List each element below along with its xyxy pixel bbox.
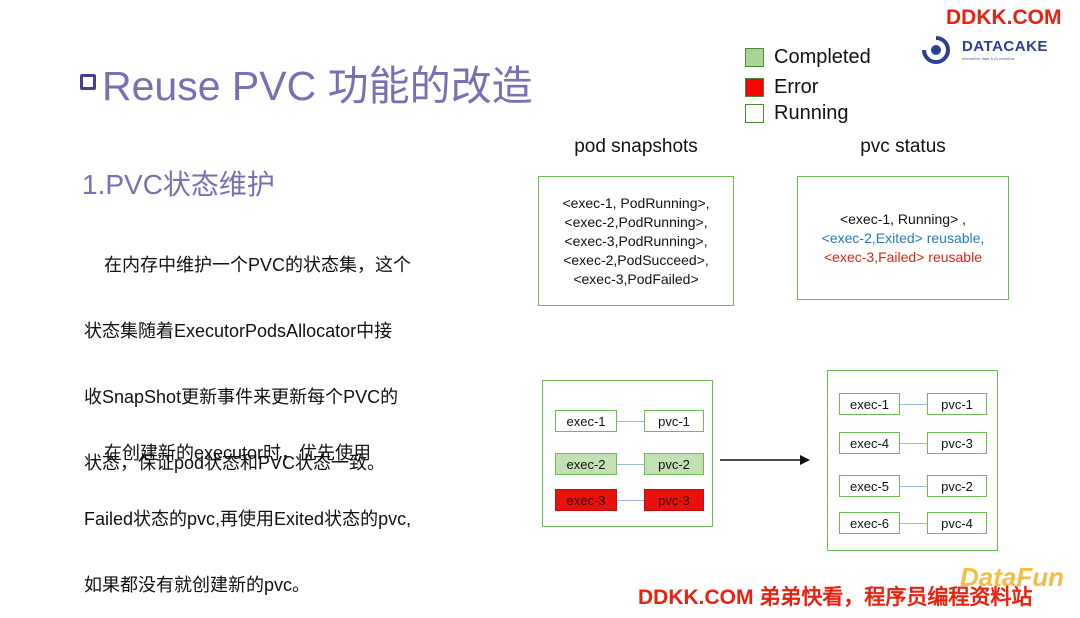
paragraph-line: 状态，保证pod状态和PVC状态一致。 [84, 453, 386, 473]
legend: Completed Error Running [745, 46, 871, 124]
connector [617, 421, 644, 422]
pvc-node: pvc-2 [927, 475, 987, 497]
page-title: Reuse PVC 功能的改造 [102, 63, 533, 109]
pvc-status-box: <exec-1, Running> , <exec-2,Exited> reus… [797, 176, 1009, 300]
legend-item-running: Running [745, 102, 871, 124]
datacake-logo-icon [922, 36, 950, 64]
legend-label: Error [774, 75, 819, 98]
pod-snapshots-box: <exec-1, PodRunning>, <exec-2,PodRunning… [538, 176, 734, 306]
pvc-node: pvc-1 [927, 393, 987, 415]
legend-item-completed: Completed [745, 46, 871, 68]
pvc-node: pvc-1 [644, 410, 704, 432]
exec-node: exec-2 [555, 453, 617, 475]
pvc-node: pvc-3 [644, 489, 704, 511]
section-heading: 1.PVC状态维护 [82, 169, 275, 200]
paragraph-executor-reuse: 在创建新的executor时，优先使用 Failed状态的pvc,再使用Exit… [84, 398, 411, 618]
legend-label: Running [774, 101, 849, 124]
paragraph-pvc-state: 在内存中维护一个PVC的状态集，这个 状态集随着ExecutorPodsAllo… [84, 210, 411, 496]
title-square-icon [80, 74, 96, 90]
connector [900, 523, 927, 524]
watermark-bottom: DDKK.COM 弟弟快看，程序员编程资料站 [638, 586, 1033, 609]
legend-item-error: Error [745, 76, 871, 98]
pvc-status-line: <exec-1, Running> , [839, 210, 967, 227]
legend-swatch-completed [745, 47, 764, 67]
paragraph-line: 在内存中维护一个PVC的状态集，这个 [84, 255, 412, 275]
pvc-node: pvc-4 [927, 512, 987, 534]
connector [617, 500, 644, 501]
legend-swatch-running [745, 103, 764, 123]
title-row: Reuse PVC 功能的改造 [80, 58, 533, 109]
paragraph-line: 收SnapShot更新事件来更新每个PVC的 [84, 387, 399, 407]
logo-name: DATACAKE [962, 38, 1048, 55]
paragraph-line: Failed状态的pvc,再使用Exited状态的pvc, [84, 509, 412, 529]
exec-node: exec-1 [839, 393, 900, 415]
connector [617, 464, 644, 465]
datacake-logo: DATACAKE streamline data & AI workflow [916, 32, 1056, 68]
pvc-status-line: <exec-3,Failed> reusable [824, 248, 982, 265]
logo-tagline: streamline data & AI workflow [962, 56, 1015, 61]
paragraph-line: 状态集随着ExecutorPodsAllocator中接 [84, 321, 393, 341]
legend-swatch-error [745, 77, 764, 97]
after-panel: exec-1 pvc-1 exec-4 pvc-3 exec-5 pvc-2 e… [827, 370, 998, 551]
snapshot-line: <exec-2,PodSucceed>, [563, 251, 709, 268]
exec-node: exec-5 [839, 475, 900, 497]
snapshot-line: <exec-3,PodFailed> [573, 270, 699, 287]
pod-snapshots-heading: pod snapshots [574, 136, 698, 157]
exec-node: exec-3 [555, 489, 617, 511]
snapshot-line: <exec-3,PodRunning>, [564, 232, 708, 249]
pvc-status-heading: pvc status [860, 136, 946, 157]
snapshot-line: <exec-2,PodRunning>, [564, 213, 708, 230]
pvc-node: pvc-2 [644, 453, 704, 475]
legend-label: Completed [774, 45, 871, 68]
paragraph-line: 在创建新的executor时，优先使用 [84, 443, 372, 463]
pvc-node: pvc-3 [927, 432, 987, 454]
watermark-top: DDKK.COM [946, 6, 1062, 29]
before-panel: exec-1 pvc-1 exec-2 pvc-2 exec-3 pvc-3 [542, 380, 713, 527]
connector [900, 486, 927, 487]
connector [900, 443, 927, 444]
datafun-watermark: DataFun [960, 562, 1064, 592]
exec-node: exec-6 [839, 512, 900, 534]
pvc-status-line: <exec-2,Exited> reusable, [821, 229, 985, 246]
exec-node: exec-4 [839, 432, 900, 454]
exec-node: exec-1 [555, 410, 617, 432]
connector [900, 404, 927, 405]
transition-arrow [720, 455, 810, 465]
snapshot-line: <exec-1, PodRunning>, [562, 194, 710, 211]
paragraph-line: 如果都没有就创建新的pvc。 [84, 575, 311, 595]
